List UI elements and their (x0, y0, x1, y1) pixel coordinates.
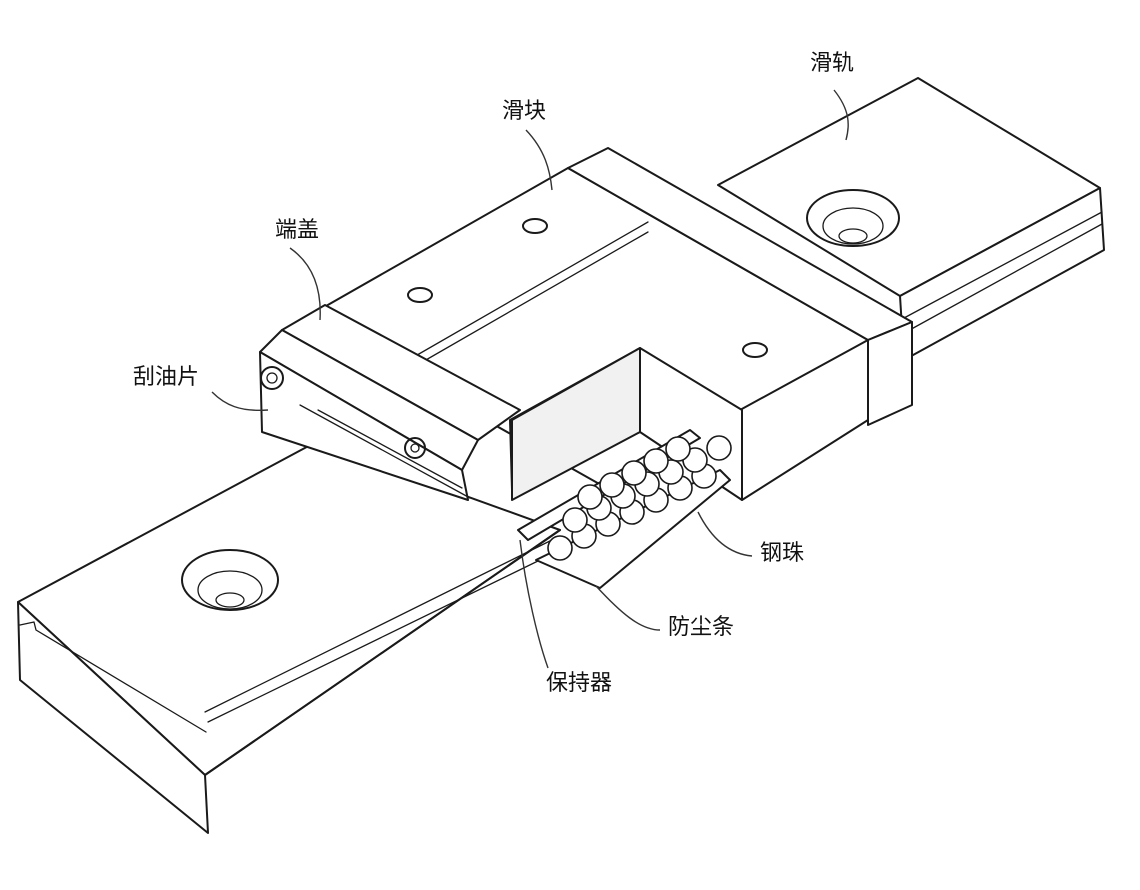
steel-ball (706, 435, 732, 461)
label-wiper: 刮油片 (133, 365, 199, 390)
rear-seal-band (567, 147, 913, 426)
steel-ball (547, 535, 573, 561)
rail-front-section (17, 441, 561, 834)
carriage-block (304, 167, 869, 501)
label-block: 滑块 (502, 99, 546, 124)
rail-back-section (717, 77, 1105, 361)
label-end-cap: 端盖 (275, 218, 319, 243)
steel-ball (621, 460, 647, 486)
steel-ball (643, 448, 669, 474)
label-steel-balls: 钢珠 (760, 541, 804, 566)
end-cap (259, 304, 521, 501)
steel-ball (577, 484, 603, 510)
steel-balls (547, 435, 732, 561)
label-retainer: 保持器 (546, 671, 612, 696)
steel-ball (599, 472, 625, 498)
steel-ball (562, 507, 588, 533)
leader-lines (211, 89, 849, 669)
label-dust-strip: 防尘条 (668, 615, 734, 640)
label-rail: 滑轨 (810, 51, 854, 76)
steel-ball (665, 436, 691, 462)
